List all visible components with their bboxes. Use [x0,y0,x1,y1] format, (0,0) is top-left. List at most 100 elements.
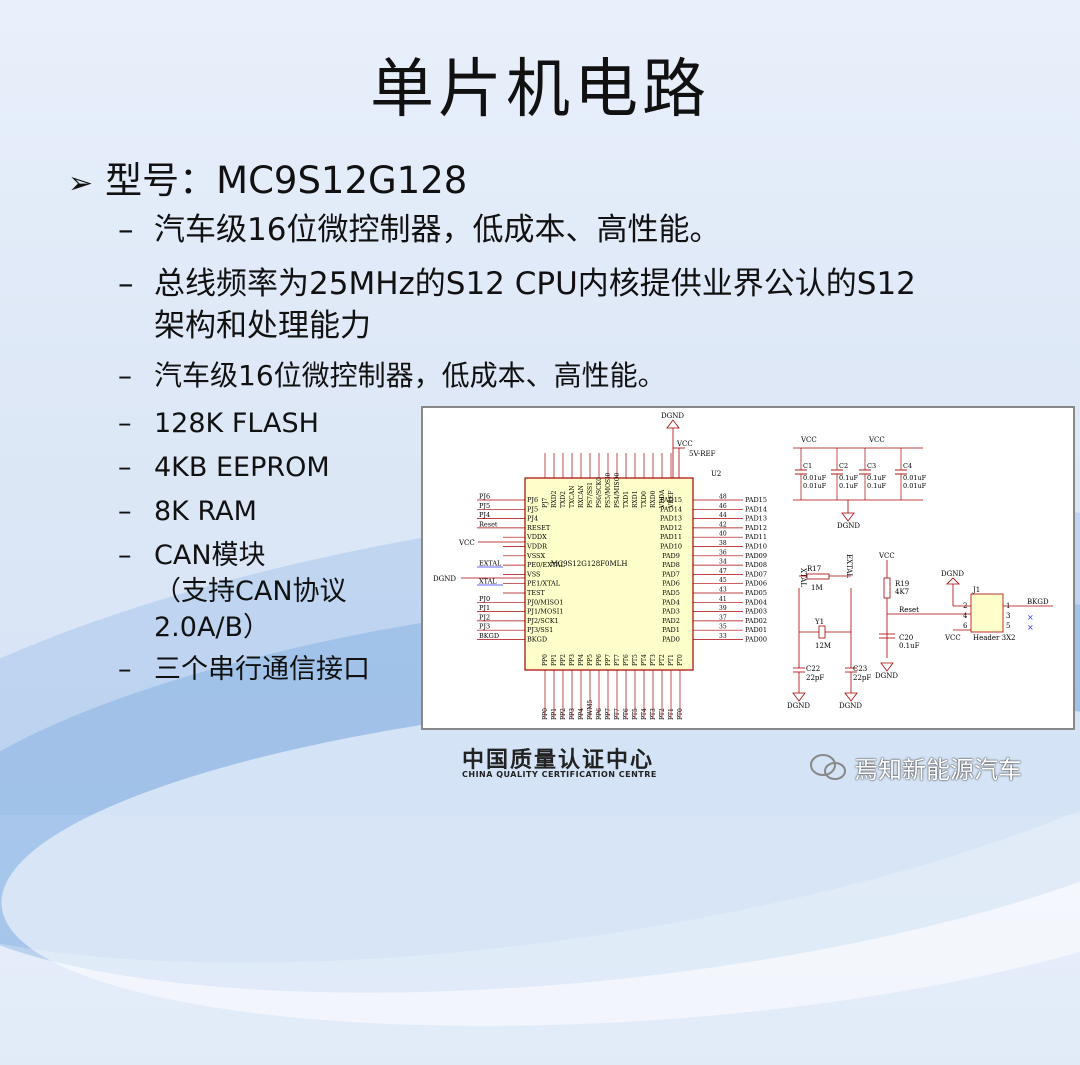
pin-label: PT4 [641,654,648,666]
pin-label: PP7 [605,654,612,666]
pin-label: RXD1 [632,491,639,508]
net-label: PAD09 [745,552,767,560]
pin-label: RXD2 [551,490,558,508]
pin-number: 48 [719,494,727,501]
component-label: C22 [806,665,820,673]
net-label: PP4 [578,708,585,720]
pin-label: TEST [527,589,546,597]
chip-ref: U2 [711,470,721,478]
pin-number: 47 [719,568,727,575]
net-label: PAD15 [745,496,767,504]
watermark-text: 焉知新能源汽车 [854,756,1022,784]
pin-label: VDDX [526,533,547,541]
component-label: C3 [867,462,876,470]
net-label: PAD13 [745,515,767,523]
wechat-icon [810,754,846,780]
component-value: 0.01uF [903,482,927,490]
pin-label: PAD10 [660,543,682,551]
net-label: PAD05 [745,589,767,597]
sub-bullet-continuation: 架构和处理能力 [154,308,371,344]
net-label: EXTAL [845,554,853,578]
net-label: PJ0 [479,595,490,603]
pin-label: PP4 [578,654,585,666]
feature-text: 8K RAM [154,496,257,527]
component-value: 0.1uF [867,482,887,490]
pin-label: PJ3/SS1 [527,626,553,634]
net-label: VCC [458,539,475,547]
pin-label: PP3 [569,654,576,666]
chip-body [524,477,694,671]
pin-label: PP1 [551,654,558,666]
net-label: PAD00 [745,636,767,644]
component-value: 0.01uF [903,474,927,482]
pin-number: 34 [719,559,727,566]
net-label: VCC [868,436,885,444]
net-label: DGND [787,702,810,710]
net-label: BKGD [1027,598,1049,606]
sub-bullet: –总线频率为25MHz的S12 CPU内核提供业界公认的S12 [118,262,916,306]
feature-continuation: （支持CAN协议 [154,576,347,607]
pin-label: PP5 [587,654,594,666]
pin-label: PAD3 [662,608,680,616]
component-label: C1 [803,462,812,470]
component-value: 0.1uF [899,642,920,650]
feature-continuation: 2.0A/B） [154,612,271,643]
net-label: XTAL [799,568,807,587]
net-label: PT6 [623,708,630,720]
cqc-logo-text: 中国质量认证中心 [462,748,655,773]
dash-icon: – [118,452,132,483]
net-label: PJ4 [479,511,490,519]
dash-icon: – [118,654,132,685]
feature-item: –三个串行通信接口 [118,652,370,688]
pin-number: 42 [719,521,727,528]
feature-text: 三个串行通信接口 [154,654,370,685]
component-label: J1 [972,586,980,594]
net-label: PAD04 [745,598,767,606]
pin-label: PJ7 [542,498,549,508]
dash-icon: – [118,359,132,392]
pin-label: VDDR [526,543,548,551]
pin-number: 3 [1006,612,1010,620]
pin-label: PT2 [659,654,666,666]
net-label: DGND [433,575,456,583]
pin-label: PAD13 [660,515,682,523]
component-value: 1M [811,584,823,592]
chip-name: MC9S12G128F0MLH [551,560,628,568]
pin-label: PT3 [650,654,657,666]
pin-label: PE0/EXTAL [527,561,565,569]
pin-label: PT7 [614,654,621,666]
net-label: PT4 [641,708,648,720]
net-label: PAD11 [745,533,767,541]
sub-bullet-text: 总线频率为25MHz的S12 CPU内核提供业界公认的S12 [154,266,916,302]
pin-number: 41 [719,596,727,603]
component-value: 0.1uF [839,482,859,490]
feature-item: –CAN模块 [118,538,266,574]
pin-number: 38 [719,540,727,547]
net-label: PP7 [605,708,612,720]
feature-item: –128K FLASH [118,406,319,442]
component-value: 22pF [806,674,824,682]
sub-bullet-text: 汽车级16位微控制器，低成本、高性能。 [154,212,721,248]
pin-label: PP6 [596,654,603,666]
pin-number: 39 [719,605,727,612]
net-label: DGND [837,522,860,530]
net-label: PP1 [551,708,558,720]
pin-label: PP2 [560,654,567,666]
net-label: PAD08 [745,561,767,569]
pin-label: PAD14 [660,505,682,513]
net-label: PWM5 [587,700,594,720]
pin-label: PAD15 [660,496,682,504]
pin-label: PT5 [632,654,639,666]
component-label: C23 [853,665,867,673]
pin-label: PAD0 [662,636,680,644]
crystal-circuit: XTAL EXTAL R17 1M Y1 12M C22 22pF C23 22… [787,554,871,710]
net-label: PT0 [677,708,684,720]
pin-label: PJ6 [527,496,538,504]
pin-number: 35 [719,624,727,631]
pin-label: PAD12 [660,524,682,532]
component-label: R19 [895,580,909,588]
pin-label: VREF [668,491,675,509]
component-label: Y1 [814,618,824,626]
dash-icon: – [118,266,134,302]
pin-label: PJ0/MISO1 [527,598,563,606]
